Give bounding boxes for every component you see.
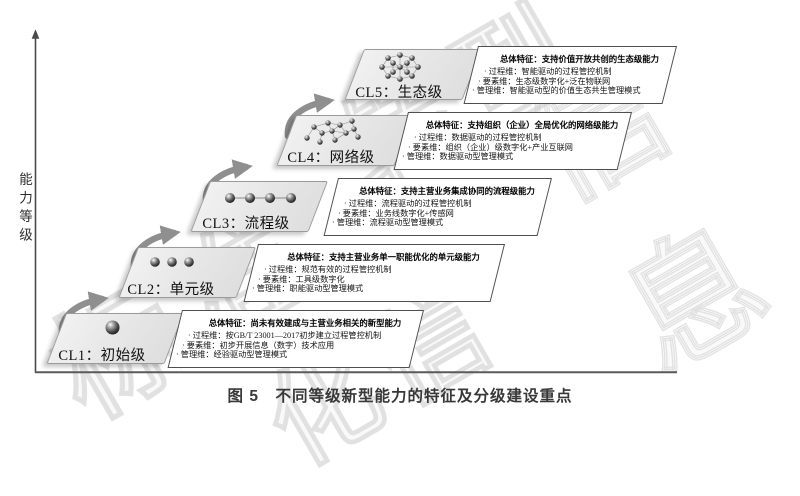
feature-bullet: · 要素维：工具级数字化 <box>258 274 345 284</box>
feature-bullet: · 过程维：智能驱动的过程管控机制 <box>484 67 612 76</box>
feature-text-cl2: 总体特征：支持主营业务单一职能优化的单元级能力 · 过程维：规范有效的过程管控机… <box>252 244 503 300</box>
step-label-cl4: CL4：网络级 <box>287 150 375 166</box>
y-axis-label: 能力等级 <box>17 172 32 246</box>
feature-text-cl1: 总体特征：尚未有效建成与主营业务相关的新型能力 · 过程维：按GB/T 2300… <box>176 310 422 366</box>
three-nodes-icon <box>150 257 194 267</box>
feature-bullet: · 过程维：流程驱动的过程管控机制 <box>344 199 472 208</box>
feature-bullet: · 要素维：业务线数字化+传感网 <box>338 208 454 218</box>
feature-bullet: · 管理维：职能驱动型管理模式 <box>252 284 364 294</box>
feature-text-cl5: 总体特征：支持价值开放共创的生态级能力 · 过程维：智能驱动的过程管控机制 · … <box>472 46 675 102</box>
feature-text-cl3: 总体特征：支持主营业务集成协同的流程级能力 · 过程维：流程驱动的过程管控机制 … <box>332 178 550 234</box>
feature-bullet: · 要素维：初步开展信息（数字）技术应用 <box>182 340 335 350</box>
feature-bullet: · 过程维：规范有效的过程管控机制 <box>264 265 392 274</box>
feature-bullet: · 管理维：流程驱动型管理模式 <box>332 218 444 228</box>
single-sphere-icon <box>105 320 120 335</box>
feature-bullet: · 要素维：组织（企业）级数字化+产业互联网 <box>408 142 573 152</box>
chain-nodes-icon <box>225 193 296 203</box>
network-icon <box>304 118 361 145</box>
figure-caption: 图 5 不同等级新型能力的特征及分级建设重点 <box>227 388 573 405</box>
feature-bullet: · 管理维：经验驱动型管理模式 <box>176 350 288 360</box>
figure-canvas: 转型 信息 标准 化信 能力等级 <box>17 0 800 490</box>
feature-title: 总体特征：支持主营业务单一职能优化的单元级能力 <box>287 252 480 262</box>
feature-bullet: · 要素维：生态级数字化+泛在物联网 <box>478 76 611 86</box>
feature-title: 总体特征：支持主营业务集成协同的流程级能力 <box>359 186 535 196</box>
step-label-cl3: CL3：流程级 <box>202 216 290 232</box>
feature-title: 总体特征：尚未有效建成与主营业务相关的新型能力 <box>208 318 402 328</box>
feature-bullet: · 过程维：按GB/T 23001—2017初步建立过程管控机制 <box>188 331 382 340</box>
feature-title: 总体特征：支持组织（企业）全局优化的网络级能力 <box>425 120 619 130</box>
step-label-cl5: CL5：生态级 <box>355 85 443 101</box>
feature-bullet: · 过程维：数据驱动的过程管控机制 <box>414 133 542 142</box>
feature-title: 总体特征：支持价值开放共创的生态级能力 <box>499 54 660 64</box>
feature-bullet: · 管理维：智能驱动型的价值生态共生管理模式 <box>472 86 641 96</box>
step-label-cl2: CL2：单元级 <box>127 282 215 298</box>
feature-text-cl4: 总体特征：支持组织（企业）全局优化的网络级能力 · 过程维：数据驱动的过程管控机… <box>402 112 630 168</box>
feature-bullet: · 管理维：数据驱动型管理模式 <box>402 152 514 162</box>
step-label-cl1: CL1：初始级 <box>58 348 146 364</box>
ecosystem-network-icon <box>379 52 421 82</box>
